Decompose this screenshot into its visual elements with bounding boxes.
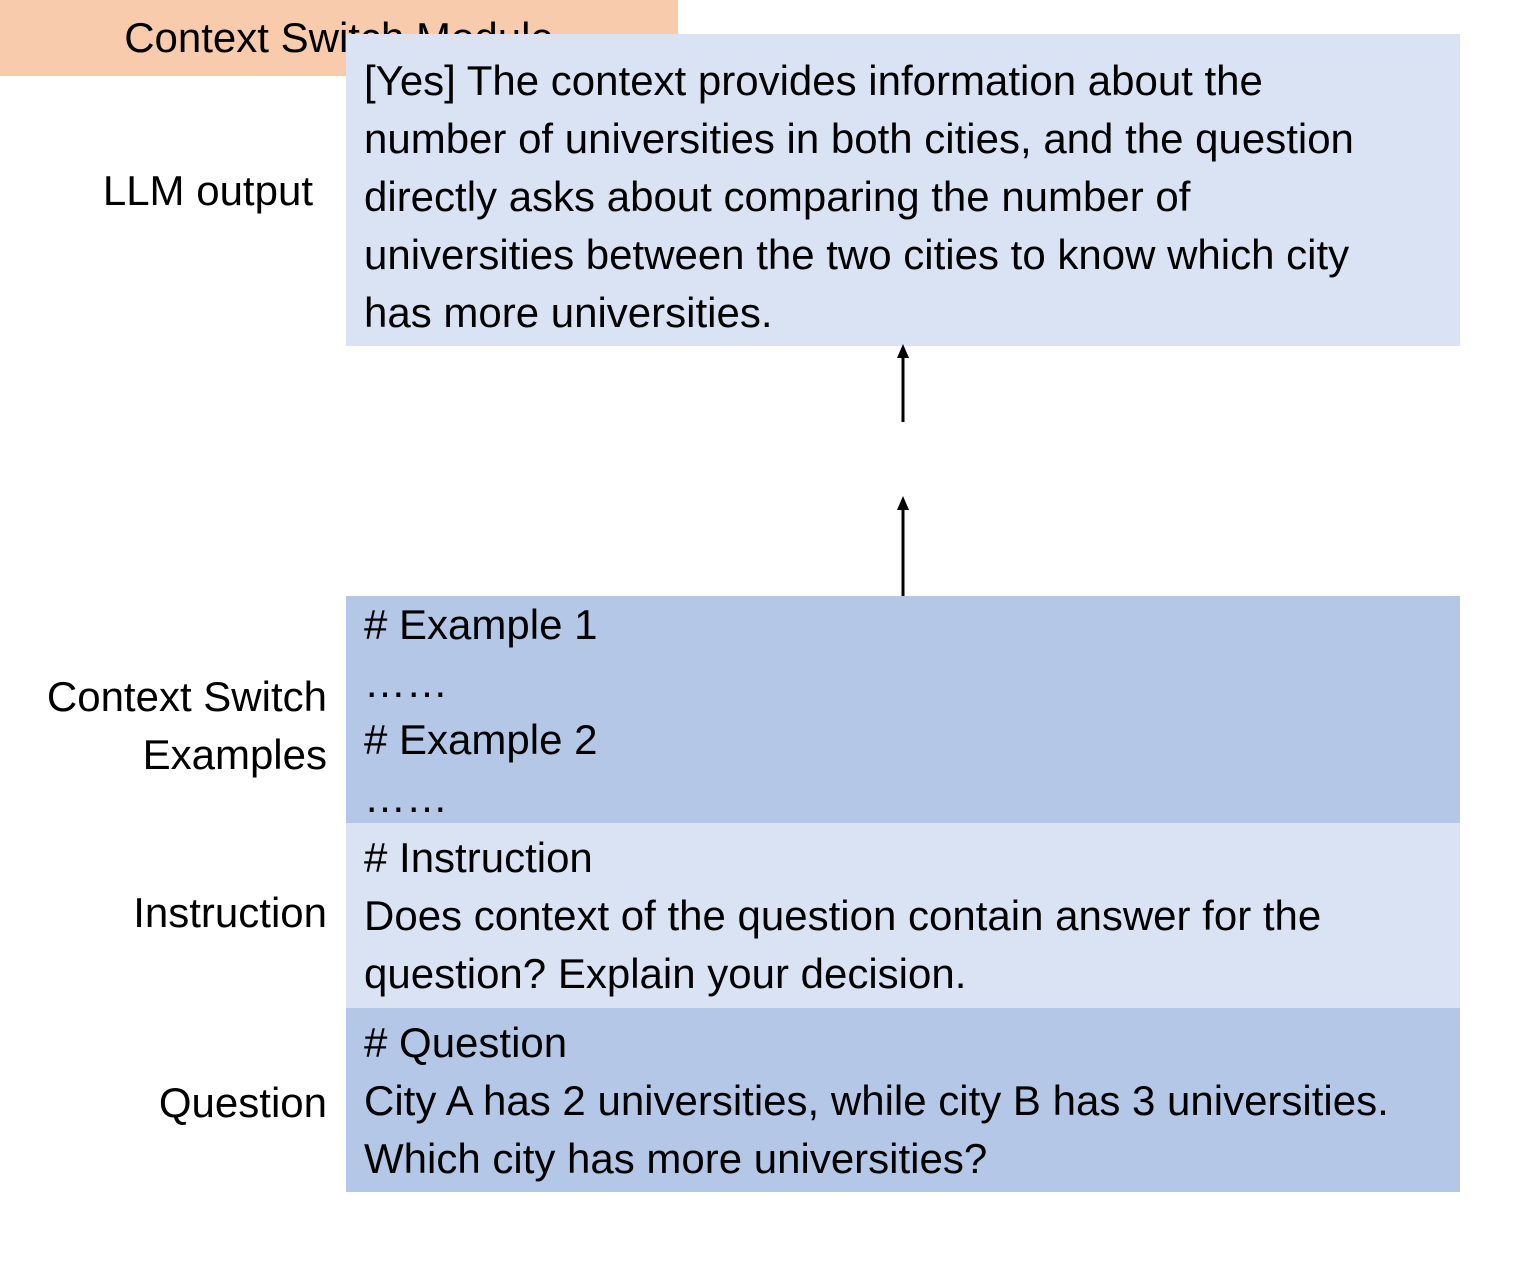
question-line: City A has 2 universities, while city B …: [364, 1077, 1389, 1124]
instruction-box: # Instruction Does context of the questi…: [346, 823, 1460, 1008]
example-ellipsis: ……: [364, 659, 448, 706]
context-switch-examples-label: Context Switch Examples: [47, 668, 327, 784]
example-heading: # Example 1: [364, 601, 598, 648]
instruction-line: Does context of the question contain ans…: [364, 892, 1322, 939]
instruction-heading: # Instruction: [364, 834, 593, 881]
example-heading: # Example 2: [364, 716, 598, 763]
context-switch-examples-label-line: Context Switch: [46, 673, 327, 720]
llm-output-line: has more universities.: [364, 289, 773, 336]
question-label: Question: [158, 1079, 327, 1126]
llm-output-box: [Yes] The context provides information a…: [346, 34, 1460, 346]
llm-output-line: number of universities in both cities, a…: [364, 115, 1354, 162]
arrow-up-icon: [897, 344, 909, 422]
instruction-label: Instruction: [133, 889, 327, 936]
question-box: # Question City A has 2 universities, wh…: [346, 1008, 1460, 1192]
llm-output-line: [Yes] The context provides information a…: [364, 57, 1263, 104]
question-heading: # Question: [364, 1019, 568, 1066]
llm-output-label: LLM output: [102, 167, 313, 214]
llm-output-line: universities between the two cities to k…: [364, 231, 1350, 278]
example-ellipsis: ……: [364, 774, 448, 821]
question-line: Which city has more universities?: [364, 1135, 988, 1182]
llm-output-line: directly asks about comparing the number…: [364, 173, 1191, 220]
arrow-up-icon: [897, 496, 909, 597]
instruction-line: question? Explain your decision.: [364, 950, 967, 997]
context-switch-examples-box: # Example 1 …… # Example 2 ……: [346, 596, 1460, 823]
context-switch-examples-label-line: Examples: [142, 731, 327, 778]
